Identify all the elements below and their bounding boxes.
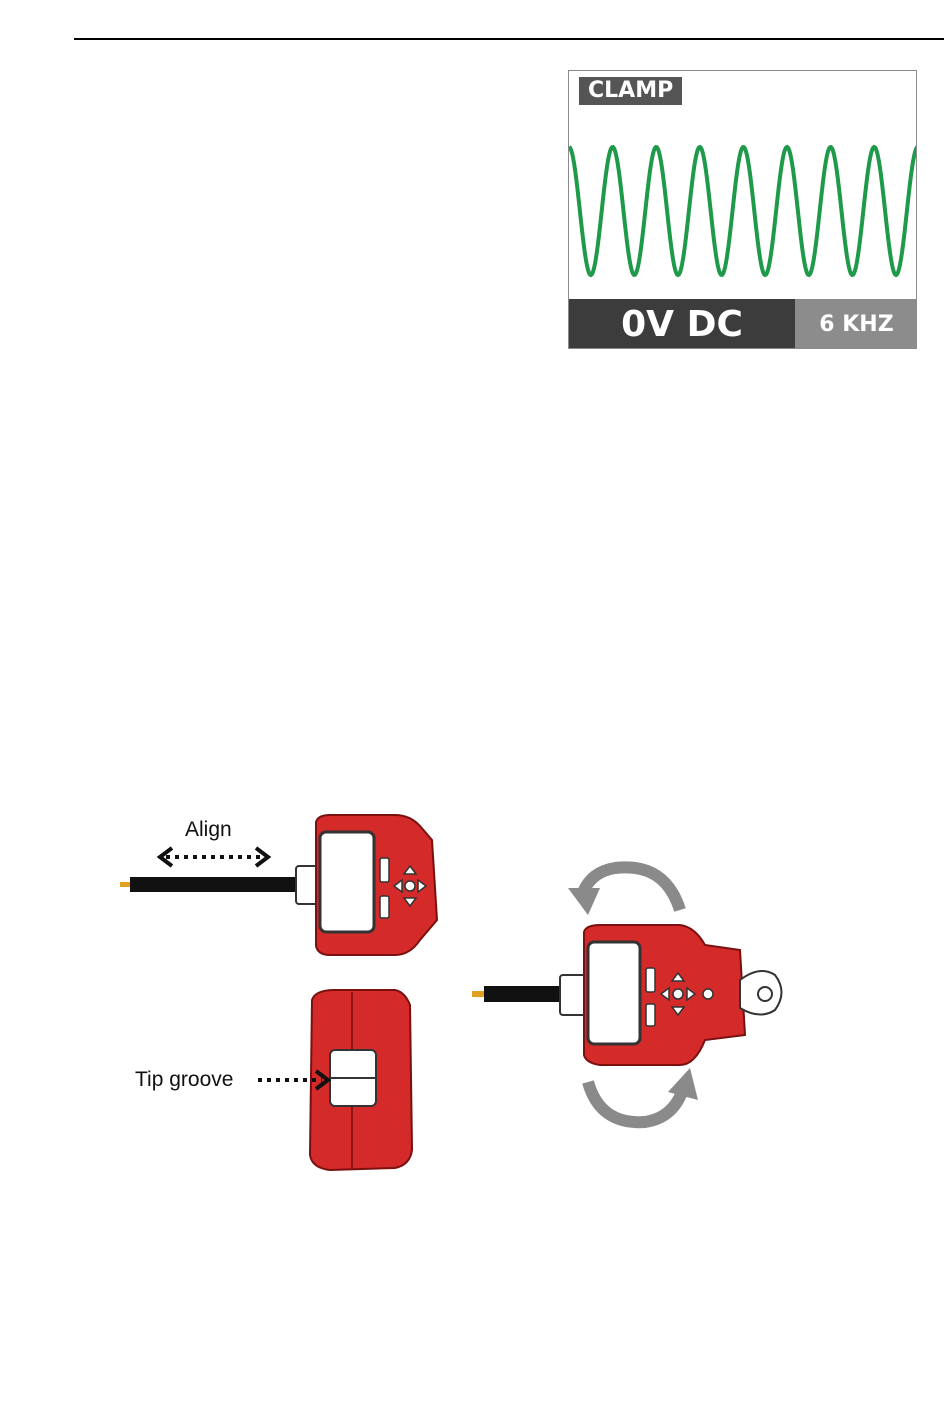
- device-top-view: [120, 815, 437, 955]
- device-rotation-view: [472, 867, 782, 1122]
- tester-display: CLAMP 0V DC 6 KHZ: [568, 70, 917, 349]
- device-tip-view: [258, 990, 412, 1170]
- frequency-readout: 6 KHZ: [795, 299, 917, 349]
- voltage-readout: 0V DC: [569, 299, 795, 349]
- mode-badge: CLAMP: [579, 77, 682, 105]
- align-arrow: [160, 848, 268, 866]
- tip-groove-label: Tip groove: [135, 1068, 233, 1092]
- header-rule: [74, 38, 944, 40]
- align-label: Align: [185, 818, 232, 842]
- waveform: [569, 131, 917, 291]
